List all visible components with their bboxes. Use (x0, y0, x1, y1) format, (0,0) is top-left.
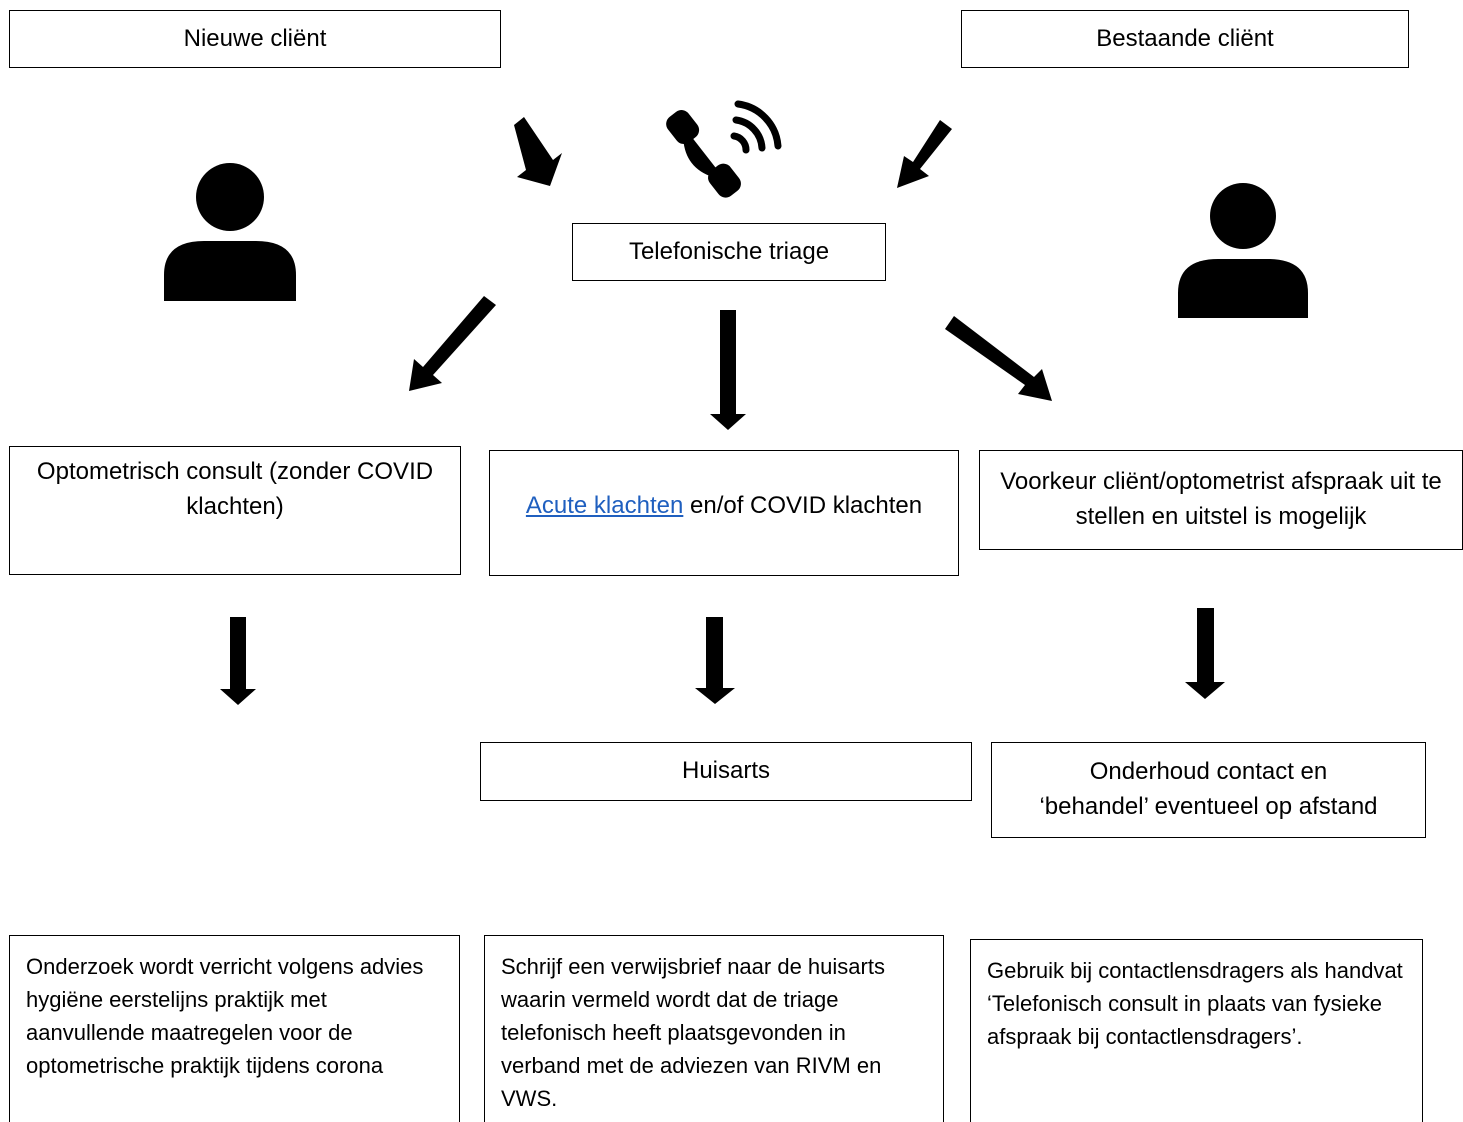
person-icon (164, 163, 296, 301)
note-research-procedure: Onderzoek wordt verricht volgens advies … (9, 935, 460, 1122)
node-new-client-label: Nieuwe cliënt (183, 24, 327, 52)
note-contact-lens: Gebruik bij contactlensdragers als handv… (970, 939, 1423, 1122)
arrow-existing-to-triage (897, 120, 952, 188)
arrow-triage-to-preference (945, 316, 1052, 401)
person-icon (1178, 183, 1308, 318)
arrow-preference-down (1185, 608, 1225, 699)
node-triage-label: Telefonische triage (628, 237, 830, 265)
arrow-new-to-triage (514, 117, 562, 186)
acute-complaints-link[interactable]: Acute klachten (525, 492, 684, 519)
node-remote-contact-line2: ‘behandel’ eventueel op afstand (1039, 793, 1378, 820)
node-new-client: Nieuwe cliënt (9, 10, 501, 68)
arrow-consult-down (220, 617, 256, 705)
node-telephone-triage: Telefonische triage (572, 223, 886, 281)
node-acute-complaints-text: Acute klachten en/of COVID klachten (526, 489, 922, 524)
node-remote-contact: Onderhoud contact en ‘behandel’ eventuee… (991, 742, 1426, 838)
node-optometric-consult-label: Optometrisch consult (zonder COVID klach… (36, 458, 434, 520)
arrow-acute-down (695, 617, 735, 704)
arrow-triage-to-consult (409, 296, 496, 391)
node-gp-label: Huisarts (681, 757, 771, 785)
phone-ringing-icon (666, 100, 782, 198)
node-optometric-consult: Optometrisch consult (zonder COVID klach… (9, 446, 461, 575)
note-contact-lens-text: Gebruik bij contactlensdragers als handv… (987, 958, 1403, 1049)
node-postpone-preference-label: Voorkeur cliënt/optometrist afspraak uit… (1000, 468, 1442, 530)
note-referral-letter: Schrijf een verwijsbrief naar de huisart… (484, 935, 944, 1122)
node-acute-complaints: Acute klachten en/of COVID klachten (489, 450, 959, 576)
arrow-triage-to-acute (710, 310, 746, 430)
node-gp: Huisarts (480, 742, 972, 801)
note-referral-letter-text: Schrijf een verwijsbrief naar de huisart… (501, 954, 885, 1111)
note-research-procedure-text: Onderzoek wordt verricht volgens advies … (26, 954, 424, 1078)
node-existing-client: Bestaande cliënt (961, 10, 1409, 68)
node-remote-contact-line1: Onderhoud contact en (1089, 758, 1328, 786)
node-postpone-preference: Voorkeur cliënt/optometrist afspraak uit… (979, 450, 1463, 550)
node-acute-complaints-rest: en/of COVID klachten (683, 492, 923, 519)
node-existing-client-label: Bestaande cliënt (1096, 24, 1274, 52)
